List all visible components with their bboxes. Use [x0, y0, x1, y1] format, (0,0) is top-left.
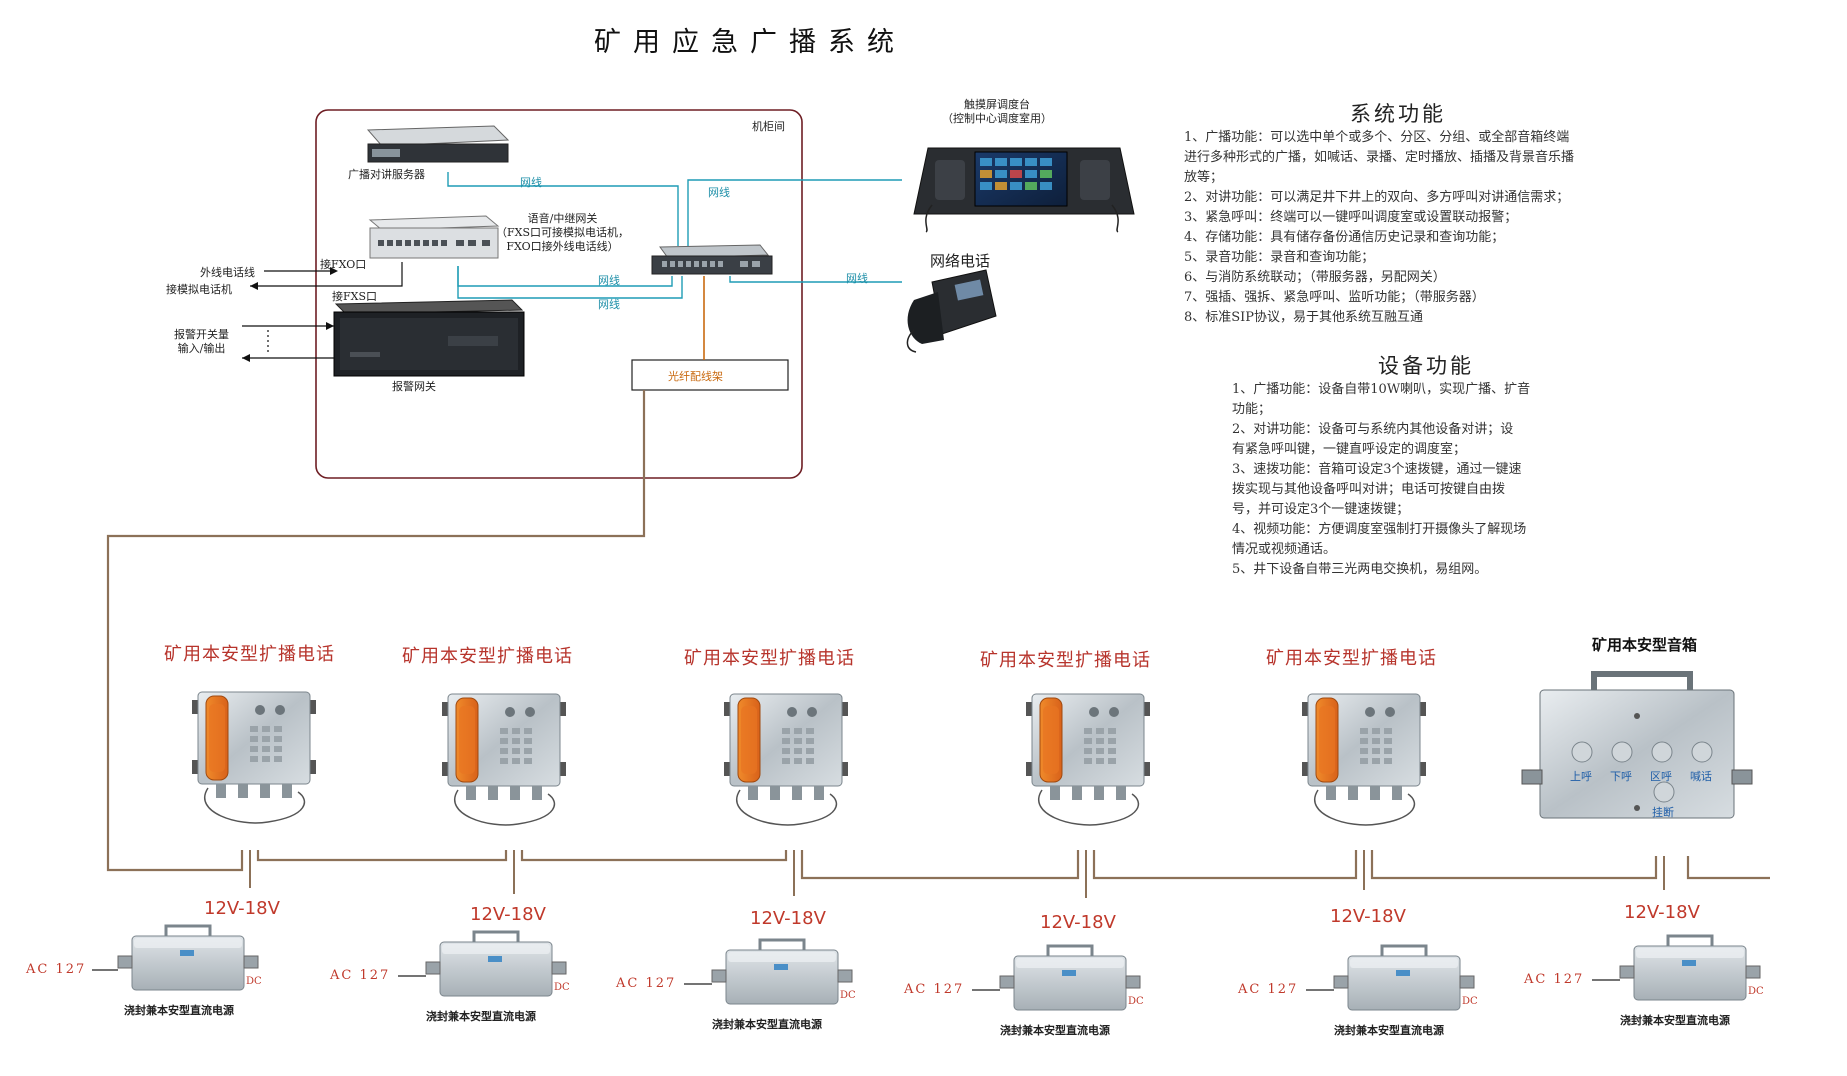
- mine-phone-4: [1025, 693, 1151, 826]
- dc-output-label: DC: [1462, 996, 1478, 1007]
- psu-caption: 浇封兼本安型直流电源: [1334, 1024, 1444, 1037]
- console-label: 触摸屏调度台 （控制中心调度室用）: [942, 98, 1052, 125]
- list-item: 4、存储功能：具有储存备份通信历史记录和查询功能；: [1184, 230, 1505, 245]
- ac-input-label: AC 127: [330, 968, 391, 983]
- fxs-port-label: 接FXS口: [332, 290, 377, 303]
- ac-input-label: AC 127: [26, 962, 87, 977]
- voltage-label: 12V-18V: [1624, 902, 1700, 923]
- server-label: 广播对讲服务器: [348, 168, 425, 181]
- dc-output-label: DC: [1748, 986, 1764, 997]
- system-functions-title: 系统功能: [1350, 102, 1446, 126]
- list-item: 5、井下设备自带三光两电交换机，易组网。: [1232, 562, 1488, 577]
- dc-output-label: DC: [840, 990, 856, 1001]
- list-item: 情况或视频通话。: [1232, 542, 1337, 557]
- mine-phone-title: 矿用本安型扩播电话: [164, 644, 335, 665]
- list-item: 5、录音功能：录音和查询功能；: [1184, 250, 1375, 265]
- list-item: 1、广播功能：可以选中单个或多个、分区、分组、或全部音箱终端: [1184, 130, 1570, 145]
- net-cable-label: 网线: [846, 272, 868, 285]
- dc-output-label: DC: [1128, 996, 1144, 1007]
- list-item: 1、广播功能：设备自带10W喇叭，实现广播、扩音: [1232, 382, 1531, 397]
- ip-phone-device: [906, 269, 997, 353]
- list-item: 有紧急呼叫键，一键直呼设定的调度室；: [1232, 442, 1467, 457]
- psu-caption: 浇封兼本安型直流电源: [426, 1010, 536, 1023]
- voltage-label: 12V-18V: [1040, 912, 1116, 933]
- voltage-label: 12V-18V: [750, 908, 826, 929]
- ac-input-label: AC 127: [1524, 972, 1585, 987]
- mine-speaker-device: [1521, 671, 1753, 819]
- dispatch-console-device: [913, 147, 1135, 233]
- voltage-label: 12V-18V: [470, 904, 546, 925]
- psu-5: [1332, 944, 1476, 1012]
- fiber-frame-box: [631, 359, 789, 391]
- voice-gateway-device: [368, 215, 500, 259]
- dc-output-label: DC: [246, 976, 262, 987]
- psu-caption: 浇封兼本安型直流电源: [124, 1004, 234, 1017]
- list-item: 3、紧急呼叫：终端可以一键呼叫调度室或设置联动报警；: [1184, 210, 1518, 225]
- list-item: 3、速拨功能：音箱可设定3个速拨键，通过一键速: [1232, 462, 1522, 477]
- cabinet-room-label: 机柜间: [752, 120, 785, 133]
- psu-6: [1618, 934, 1762, 1002]
- psu-caption: 浇封兼本安型直流电源: [712, 1018, 822, 1031]
- list-item: 2、对讲功能：设备可与系统内其他设备对讲；设: [1232, 422, 1514, 437]
- voltage-label: 12V-18V: [1330, 906, 1406, 927]
- mine-phone-5: [1301, 693, 1427, 826]
- list-item: 放等；: [1184, 170, 1224, 185]
- psu-2: [424, 930, 568, 998]
- ip-phone-label: 网络电话: [930, 252, 991, 270]
- system-functions-list: 1、广播功能：可以选中单个或多个、分区、分组、或全部音箱终端 进行多种形式的广播…: [1184, 128, 1574, 328]
- psu-4: [998, 944, 1142, 1012]
- speaker-button-label: 区呼: [1650, 770, 1672, 783]
- mine-phone-2: [441, 693, 567, 826]
- net-cable-label: 网线: [708, 186, 730, 199]
- psu-3: [710, 938, 854, 1006]
- psu-caption: 浇封兼本安型直流电源: [1000, 1024, 1110, 1037]
- ac-input-label: AC 127: [904, 982, 965, 997]
- ac-input-label: AC 127: [1238, 982, 1299, 997]
- mine-phone-title: 矿用本安型扩播电话: [1266, 648, 1437, 669]
- alarm-gateway-device: [333, 299, 525, 377]
- list-item: 进行多种形式的广播，如喊话、录播、定时播放、插播及背景音乐播: [1184, 150, 1575, 165]
- mine-phone-title: 矿用本安型扩播电话: [402, 646, 573, 667]
- list-item: 7、强插、强拆、紧急呼叫、监听功能；（带服务器）: [1184, 290, 1485, 305]
- broadcast-server-device: [366, 125, 510, 163]
- gateway-label: 语音/中继网关 （FXS口可接模拟电话机， FXO口接外线电话线）: [496, 212, 629, 253]
- psu-caption: 浇封兼本安型直流电源: [1620, 1014, 1730, 1027]
- mine-speaker-title: 矿用本安型音箱: [1592, 636, 1698, 654]
- mine-phone-3: [723, 693, 849, 826]
- network-switch-device: [651, 244, 773, 275]
- analog-phone-label: 接模拟电话机: [166, 283, 232, 296]
- speaker-button-label: 喊话: [1690, 770, 1712, 783]
- fiber-frame-label: 光纤配线架: [668, 370, 723, 383]
- alarm-io-label: 报警开关量 输入/输出: [174, 328, 229, 355]
- voltage-label: 12V-18V: [204, 898, 280, 919]
- list-item: 号，并可设定3个一键速拨键；: [1232, 502, 1410, 517]
- speaker-button-label: 上呼: [1570, 770, 1592, 783]
- dc-output-label: DC: [554, 982, 570, 993]
- alarm-gateway-label: 报警网关: [392, 380, 436, 393]
- list-item: 6、与消防系统联动；（带服务器，另配网关）: [1184, 270, 1446, 285]
- list-item: 8、标准SIP协议，易于其他系统互融互通: [1184, 310, 1424, 325]
- net-cable-label: 网线: [598, 274, 620, 287]
- fxo-port-label: 接FXO口: [320, 258, 367, 271]
- device-functions-list: 1、广播功能：设备自带10W喇叭，实现广播、扩音 功能； 2、对讲功能：设备可与…: [1232, 380, 1530, 580]
- list-item: 拨实现与其他设备呼叫对讲；电话可按键自由拨: [1232, 482, 1506, 497]
- ac-input-label: AC 127: [616, 976, 677, 991]
- psu-1: [116, 924, 260, 992]
- speaker-button-label: 下呼: [1610, 770, 1632, 783]
- mine-phone-title: 矿用本安型扩播电话: [684, 648, 855, 669]
- mine-phone-1: [191, 691, 317, 824]
- list-item: 功能；: [1232, 402, 1272, 417]
- device-functions-title: 设备功能: [1378, 354, 1474, 378]
- net-cable-label: 网线: [598, 298, 620, 311]
- page-title: 矿用应急广播系统: [594, 27, 906, 58]
- external-line-label: 外线电话线: [200, 266, 255, 279]
- list-item: 4、视频功能：方便调度室强制打开摄像头了解现场: [1232, 522, 1527, 537]
- mine-phone-title: 矿用本安型扩播电话: [980, 650, 1151, 671]
- net-cable-label: 网线: [520, 176, 542, 189]
- speaker-button-label: 挂断: [1652, 806, 1674, 819]
- list-item: 2、对讲功能：可以满足井下井上的双向、多方呼叫对讲通信需求；: [1184, 190, 1570, 205]
